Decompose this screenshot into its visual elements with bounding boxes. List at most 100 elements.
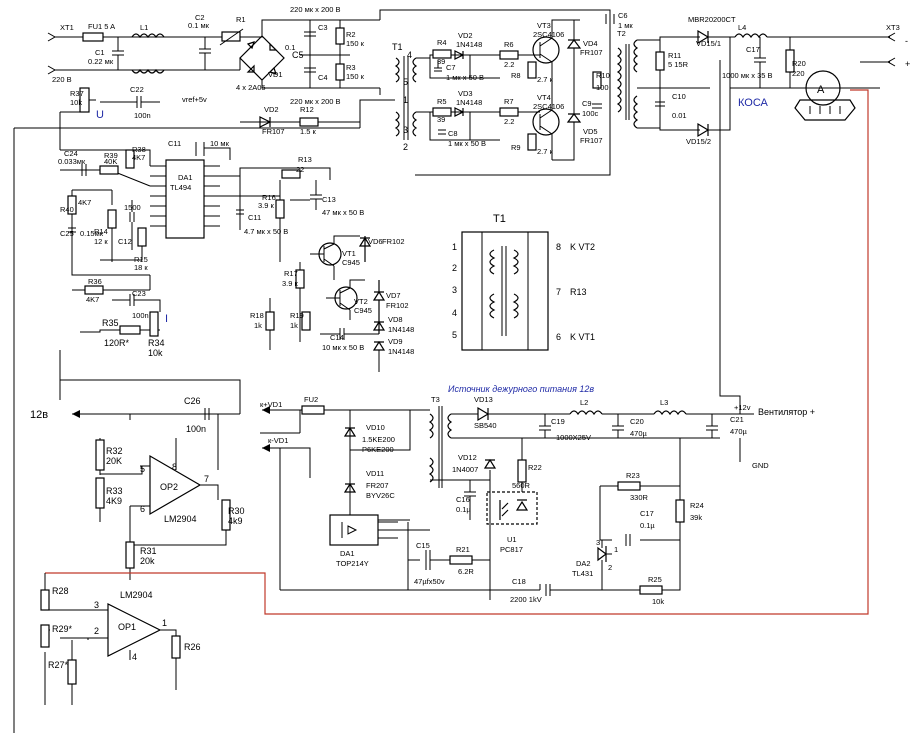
r29-label: R29*: [52, 624, 73, 634]
r25-value: 10k: [652, 597, 664, 606]
vd7-value: FR102: [386, 301, 409, 310]
r7-label: R7: [504, 97, 514, 106]
r15-label: R15: [134, 255, 148, 264]
c25-value: 0.15мк: [80, 229, 104, 238]
l4-inductor: [734, 33, 768, 39]
vd9-value: 1N4148: [388, 347, 414, 356]
vd6-value: FR102: [382, 237, 405, 246]
t1-kvt1-label: K VT1: [570, 332, 595, 342]
r32-label: R32: [106, 446, 123, 456]
t1-detail-box: [461, 231, 549, 351]
r34-label: R34: [148, 338, 165, 348]
r10-label: R10: [596, 71, 610, 80]
vt3-value: 2SC4106: [533, 30, 564, 39]
xt3-plus: +: [905, 59, 910, 69]
vt4-value: 2SC4106: [533, 102, 564, 111]
vd5-label: VD5: [583, 127, 598, 136]
c18-value: 2200 1kV: [510, 595, 542, 604]
kvd1m-label: к-VD1: [268, 436, 288, 445]
t1-pin6-detail: 6: [556, 332, 561, 342]
c9-value: 100c: [582, 109, 599, 118]
da1-value: TOP214Y: [336, 559, 369, 568]
t1-pin3: 3: [403, 125, 408, 135]
vd1-label: VD1: [268, 70, 283, 79]
t3-secondary: [447, 413, 453, 439]
control-section: R37 10k U C22 100n vref+5v VD2 FR107 R12…: [13, 85, 414, 733]
r39-value: 40K: [104, 157, 117, 166]
c12-label: C12: [118, 237, 132, 246]
r39-label: R39: [104, 151, 118, 160]
r6-value: 2.2: [504, 60, 514, 69]
t2-primary: [616, 47, 622, 113]
c22-value: 100n: [134, 111, 151, 120]
t1-pin4: 4: [407, 50, 412, 60]
r3-label: R3: [346, 63, 356, 72]
r17-label: R17: [284, 269, 298, 278]
da1-label: DA1: [178, 173, 193, 182]
r18-label: R18: [250, 311, 264, 320]
r25-label: R25: [648, 575, 662, 584]
r9-label: R9: [511, 143, 521, 152]
r33-value: 4K9: [106, 496, 122, 506]
r12-label: R12: [300, 105, 314, 114]
c7-value: 1 мк x 50 В: [446, 73, 484, 82]
i-label: I: [165, 313, 168, 325]
vt4-transistor: [532, 108, 560, 136]
t1-detail-diagram: T1 1 2 3 4 5 8 7 6 K VT2 R13 K VT1: [452, 213, 595, 351]
c6-value: 1 мк: [618, 21, 633, 30]
r37-label: R37: [70, 89, 84, 98]
vd8-value: 1N4148: [388, 325, 414, 334]
vd3-value: 1N4148: [456, 98, 482, 107]
t1-pin4-detail: 4: [452, 308, 457, 318]
r12-value: 1.5 к: [300, 127, 317, 136]
vd2b-label: VD2: [264, 105, 279, 114]
r5-label: R5: [437, 97, 447, 106]
r27-label: R27*: [48, 660, 69, 670]
op1-label: OP1: [118, 622, 136, 632]
r16-value: 3.9 к: [258, 201, 275, 210]
vd2-label: VD2: [458, 31, 473, 40]
r28-label: R28: [52, 586, 69, 596]
op2-pin8: 8: [172, 462, 177, 472]
op1-amplifier: [107, 603, 162, 657]
t1-label: T1: [392, 42, 403, 52]
kosa-label: КОСА: [738, 97, 769, 109]
r22-value: 560R: [512, 481, 531, 490]
r6-label: R6: [504, 40, 514, 49]
t1-detail-primary: [489, 249, 496, 319]
v12-label: +12v: [734, 403, 751, 412]
vd4-value: FR107: [580, 48, 603, 57]
vd13-label: VD13: [474, 395, 493, 404]
r14-label: R14: [94, 227, 108, 236]
r24-value: 39k: [690, 513, 702, 522]
xt1-label: XT1: [60, 23, 74, 32]
vd10-value-2: P6KE200: [362, 445, 394, 454]
vt2-value: C945: [354, 306, 372, 315]
t1-primary: [394, 57, 400, 137]
c17-top-label: C17: [746, 45, 760, 54]
v220-label: 220 В: [52, 75, 72, 84]
l1-choke-bottom: [131, 68, 165, 74]
r34-value: 10k: [148, 348, 163, 358]
c16-label: C16: [456, 495, 470, 504]
vd2-value: 1N4148: [456, 40, 482, 49]
u-label: U: [96, 109, 104, 121]
r26-label: R26: [184, 642, 201, 652]
c8-value: 1 мк x 50 В: [448, 139, 486, 148]
op1-pin1: 1: [162, 618, 167, 628]
t1-pin2-detail: 2: [452, 263, 457, 273]
c4-caption: 220 мк x 200 В: [290, 97, 341, 106]
vd7-label: VD7: [386, 291, 401, 300]
r23-value: 330R: [630, 493, 649, 502]
l3-label: L3: [660, 398, 668, 407]
op2-pin5: 5: [140, 464, 145, 474]
vt3-transistor: [532, 36, 560, 64]
vd12-value: 1N4007: [452, 465, 478, 474]
r10-value: 100: [596, 83, 609, 92]
vd4-label: VD4: [583, 39, 598, 48]
t1-kvt2-label: K VT2: [570, 242, 595, 252]
tl494-label: TL494: [170, 183, 191, 192]
vd13-value: SB540: [474, 421, 497, 430]
t2-label: T2: [617, 29, 626, 38]
lm2904b-label: LM2904: [120, 590, 153, 600]
